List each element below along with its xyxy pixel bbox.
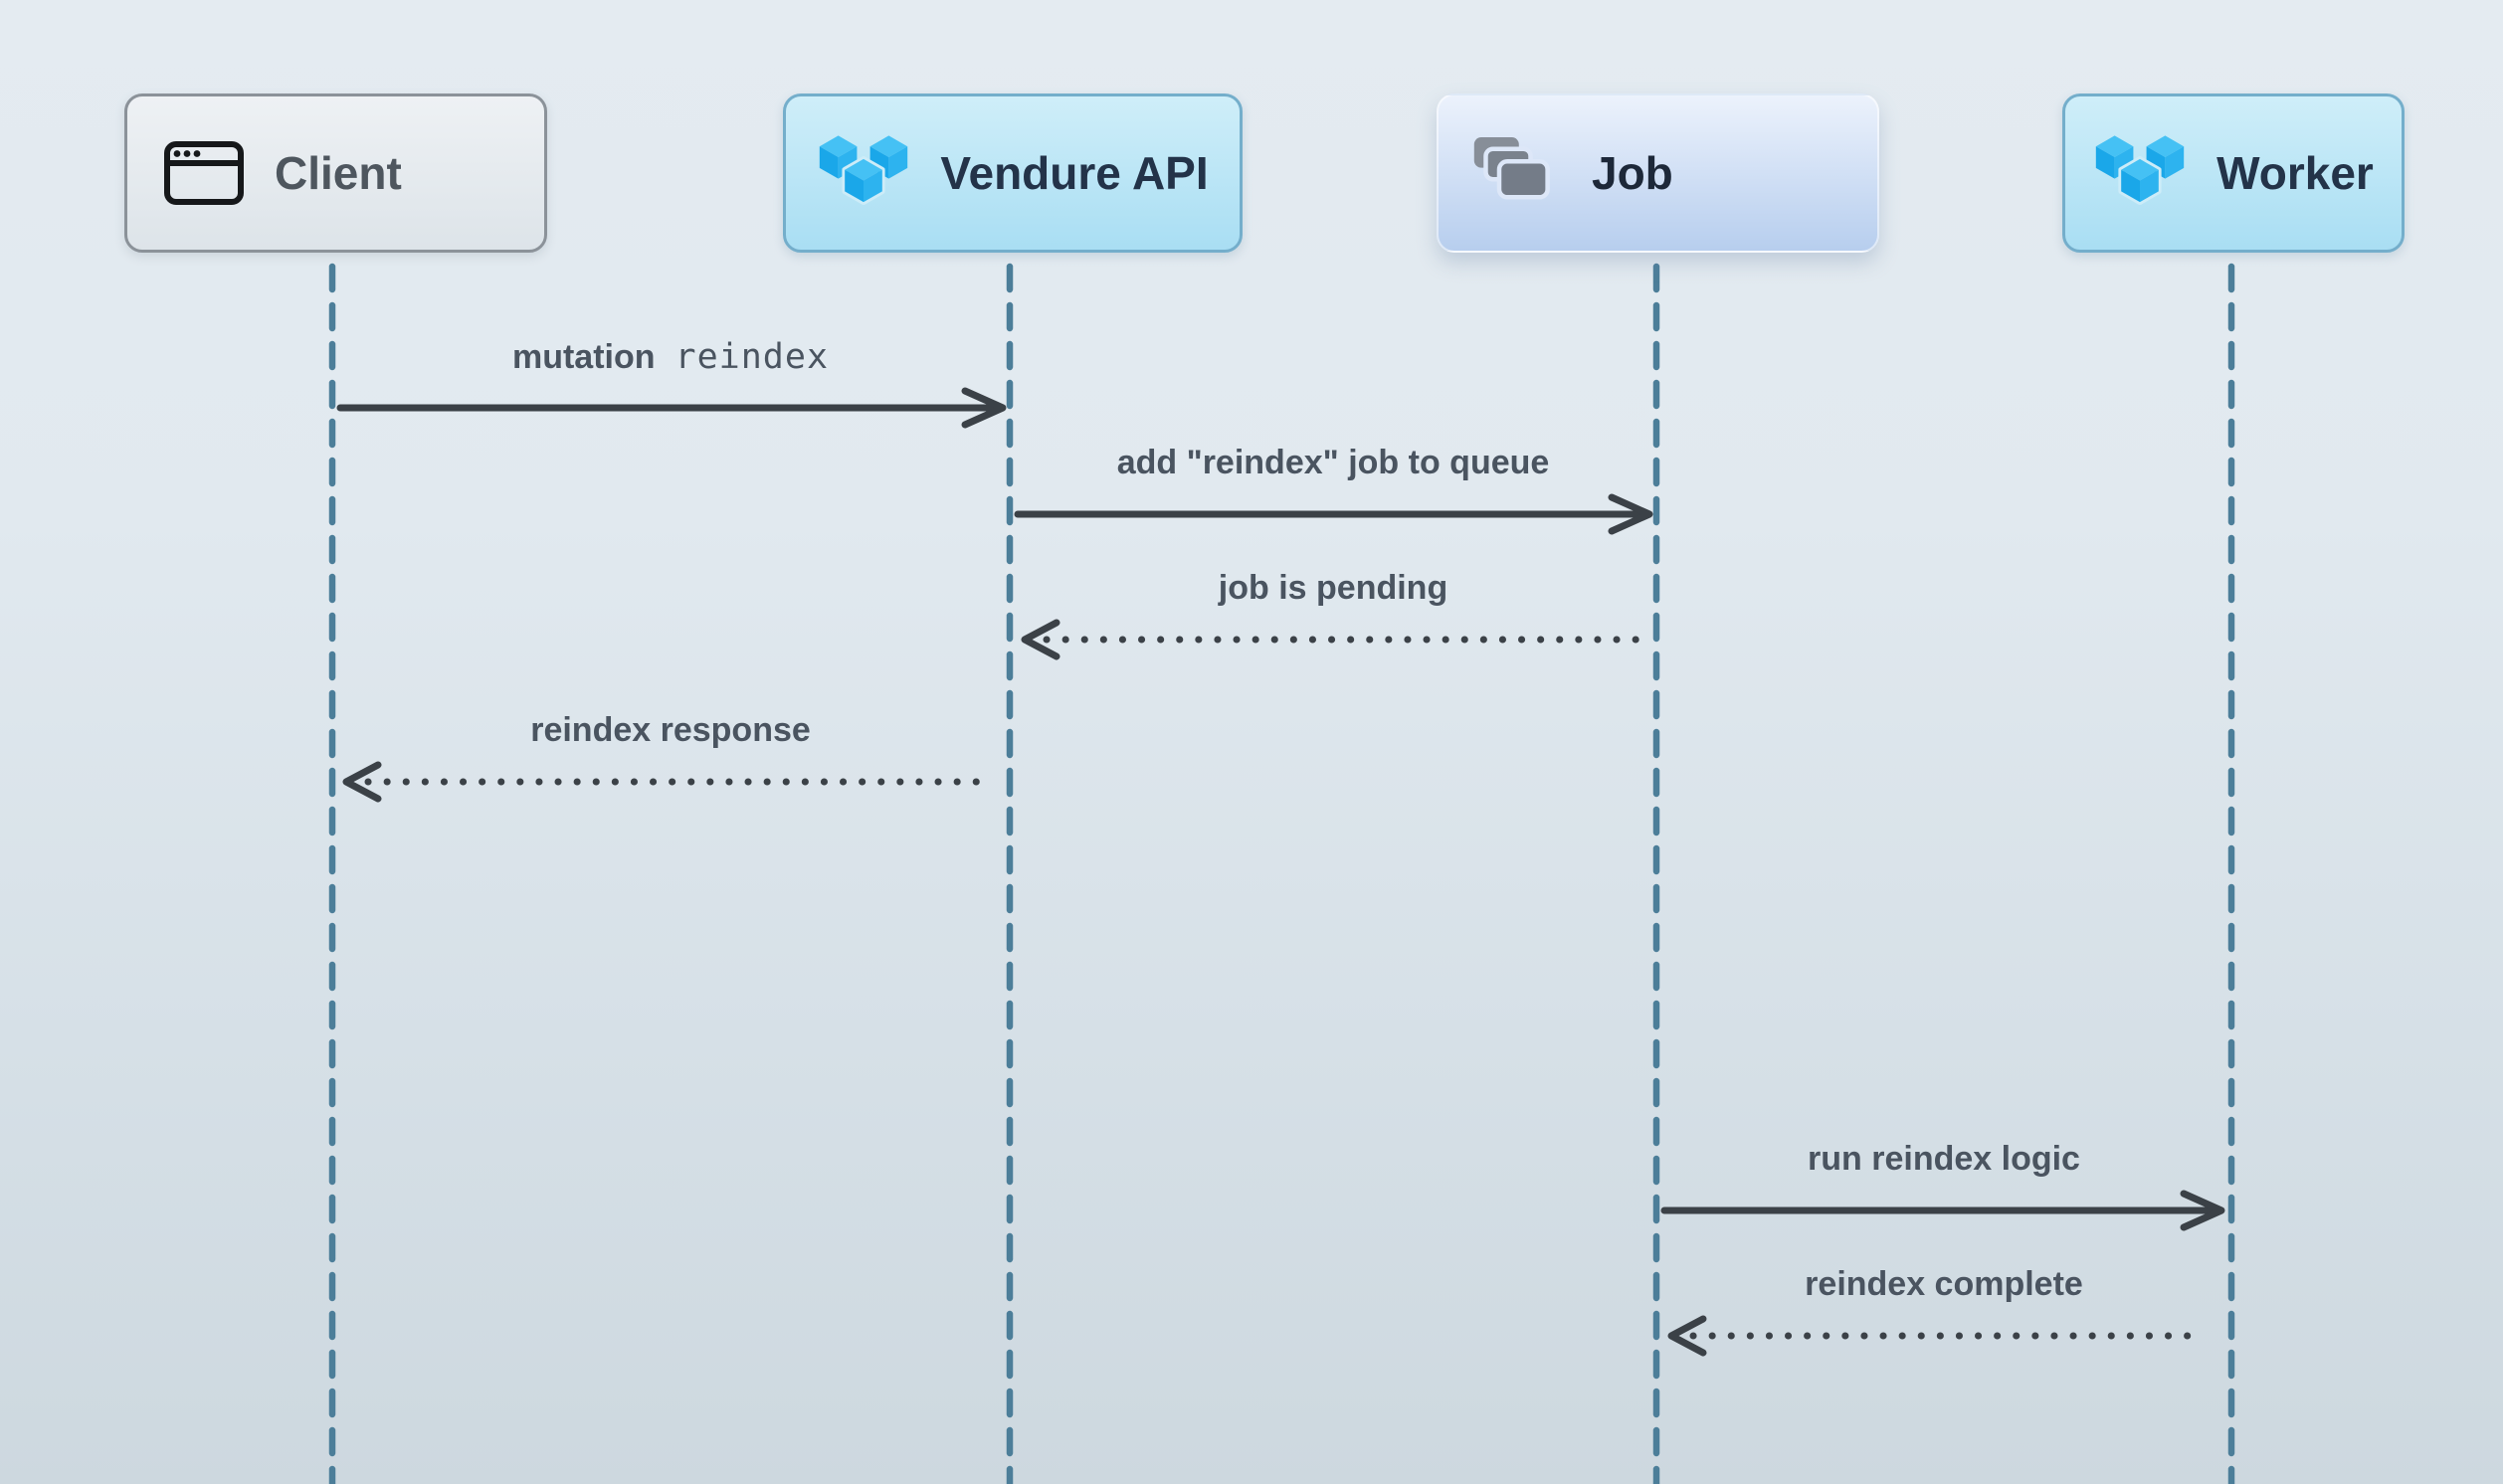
lifeline-vendure-api	[1006, 263, 1014, 1484]
actor-vendure-api-label: Vendure API	[940, 147, 1209, 199]
lifeline-job	[1652, 263, 1660, 1484]
message-label-job-pending: job is pending	[1218, 569, 1448, 607]
message-label-run-reindex: run reindex logic	[1808, 1140, 2080, 1178]
message-label-add-job: add "reindex" job to queue	[1116, 444, 1550, 481]
arrow-solid-right	[1014, 493, 1653, 535]
actor-vendure-api: Vendure API	[783, 93, 1243, 253]
message-label-reindex-complete: reindex complete	[1805, 1265, 2083, 1303]
actor-worker-label: Worker	[2216, 147, 2374, 199]
actor-job: Job	[1437, 93, 1879, 253]
lifeline-worker	[2227, 263, 2235, 1484]
stacked-cards-icon	[1473, 137, 1550, 200]
arrow-dotted-left	[1667, 1315, 2197, 1357]
actor-client: Client	[124, 93, 547, 253]
vendure-logo-icon	[820, 135, 908, 205]
message-label-reindex-response: reindex response	[530, 711, 811, 749]
arrow-dotted-left	[1021, 619, 1645, 660]
actor-job-label: Job	[1592, 147, 1673, 199]
vendure-logo-icon	[2095, 135, 2185, 205]
actor-client-label: Client	[275, 147, 402, 199]
arrow-dotted-left	[342, 761, 994, 803]
browser-window-icon	[164, 141, 244, 205]
arrow-solid-right	[336, 387, 1007, 429]
code-span: reindex	[674, 337, 830, 377]
lifeline-client	[328, 263, 336, 1484]
arrow-solid-right	[1660, 1190, 2225, 1231]
actor-worker: Worker	[2062, 93, 2405, 253]
